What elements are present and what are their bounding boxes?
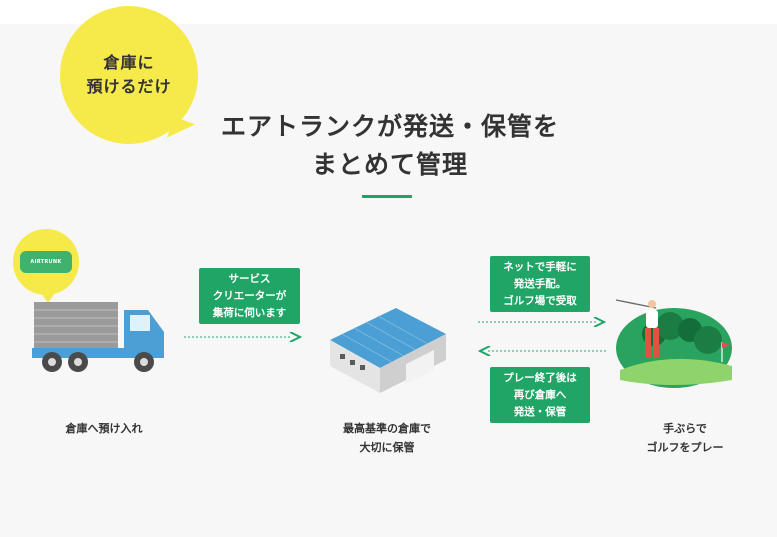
title-line-2: まとめて管理 — [311, 150, 468, 179]
truck-icon — [32, 302, 164, 372]
play-caption-line-2: ゴルフをプレー — [646, 441, 724, 454]
pickup-step-box: サービス クリエーターが 集荷に伺います — [199, 268, 300, 324]
send-line-1: ネットで手軽に — [503, 260, 577, 273]
storage-caption-line-2: 大切に保管 — [359, 441, 415, 454]
arrow-left-icon — [478, 346, 606, 356]
arrow-right-icon — [184, 332, 302, 342]
arrow-right-icon — [478, 317, 606, 327]
golfer-icon — [615, 299, 732, 388]
deposit-caption: 倉庫へ預け入れ — [34, 419, 174, 438]
send-line-2: 発送手配。 — [513, 277, 567, 290]
speech-bubble: 倉庫に 預けるだけ — [60, 6, 198, 144]
return-line-1: プレー終了後は — [503, 371, 577, 384]
return-step-box: プレー終了後は 再び倉庫へ 発送・保管 — [490, 367, 590, 423]
storage-caption-line-1: 最高基準の倉庫で — [343, 422, 431, 435]
send-step-box: ネットで手軽に 発送手配。 ゴルフ場で受取 — [490, 256, 590, 312]
return-line-3: 発送・保管 — [513, 405, 567, 418]
brand-label: AIRTRUNK — [30, 259, 62, 265]
title-divider — [362, 195, 412, 198]
bubble-line-2: 預けるだけ — [86, 77, 172, 96]
pickup-line-1: サービス — [228, 272, 271, 285]
title-line-1: エアトランクが発送・保管を — [220, 112, 559, 141]
bubble-line-1: 倉庫に — [103, 53, 155, 72]
brand-logo: AIRTRUNK — [20, 251, 72, 273]
warehouse-icon — [330, 308, 446, 393]
deposit-caption-line: 倉庫へ預け入れ — [65, 422, 143, 435]
send-line-3: ゴルフ場で受取 — [503, 294, 577, 307]
pickup-line-3: 集荷に伺います — [212, 306, 287, 319]
brand-badge: AIRTRUNK — [13, 229, 79, 303]
page-title: エアトランクが発送・保管を まとめて管理 — [180, 108, 600, 184]
play-caption: 手ぶらで ゴルフをプレー — [620, 419, 750, 457]
return-line-2: 再び倉庫へ — [513, 388, 567, 401]
storage-caption: 最高基準の倉庫で 大切に保管 — [322, 419, 452, 457]
play-caption-line-1: 手ぶらで — [663, 422, 707, 435]
pickup-line-2: クリエーターが — [212, 289, 287, 302]
